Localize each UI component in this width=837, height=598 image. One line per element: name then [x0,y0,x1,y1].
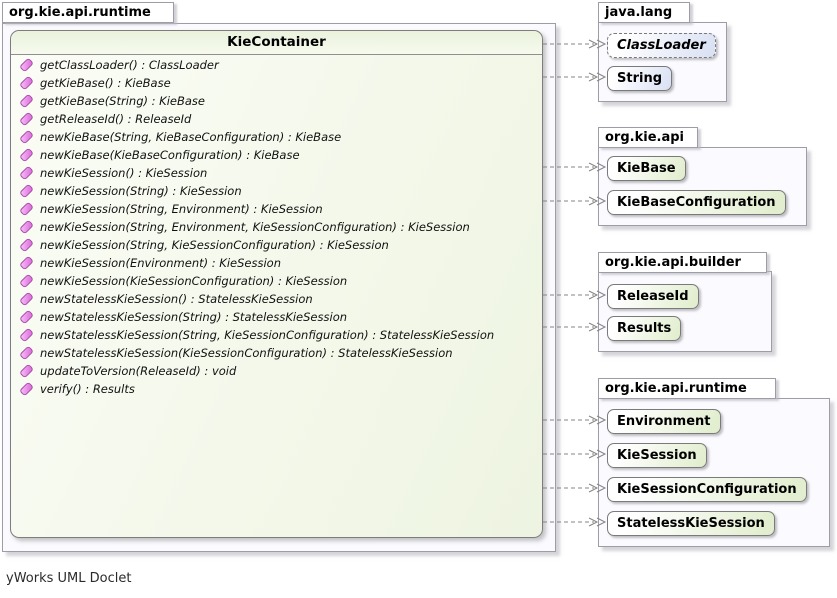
method-icon [19,363,34,379]
method-signature: getClassLoader() : ClassLoader [40,58,219,72]
method-icon [19,255,34,271]
method-signature: newKieSession(String) : KieSession [40,184,242,198]
method-row[interactable]: newKieBase(String, KieBaseConfiguration)… [12,128,541,146]
method-icon [19,75,34,91]
package-tab: java.lang [598,2,690,23]
method-row[interactable]: newKieBase(KieBaseConfiguration) : KieBa… [12,146,541,164]
method-signature: newKieSession(KieSessionConfiguration) :… [40,274,348,288]
method-icon [19,57,34,73]
class-node[interactable]: String [607,66,673,91]
method-signature: newKieSession(Environment) : KieSession [40,256,281,270]
class-node[interactable]: StatelessKieSession [607,511,775,536]
method-row[interactable]: newKieSession(String, Environment, KieSe… [12,218,541,236]
package-box: KieBase KieBaseConfiguration [598,147,807,226]
class-name: ReleaseId [617,289,689,304]
method-signature: getReleaseId() : ReleaseId [40,112,192,126]
method-signature: getKieBase(String) : KieBase [40,94,205,108]
class-name: ClassLoader [617,38,706,53]
method-list: getClassLoader() : ClassLoader getKieBas… [12,56,541,398]
method-icon [19,237,34,253]
class-node[interactable]: Environment [607,409,721,434]
class-node[interactable]: KieSession [607,443,707,468]
method-icon [19,219,34,235]
class-name: KieSession [617,448,697,463]
class-name: StatelessKieSession [617,516,765,531]
package-tab: org.kie.api.runtime [2,2,174,23]
method-signature: newKieSession() : KieSession [40,166,208,180]
package-box: Environment KieSession KieSessionConfigu… [598,398,830,547]
method-row[interactable]: newKieSession(String, KieSessionConfigur… [12,236,541,254]
method-icon [19,327,34,343]
class-node[interactable]: KieSessionConfiguration [607,477,807,502]
package-box: ClassLoader String [598,22,727,102]
class-node[interactable]: KieBaseConfiguration [607,190,786,215]
method-icon [19,147,34,163]
method-row[interactable]: newKieSession(KieSessionConfiguration) :… [12,272,541,290]
method-icon [19,345,34,361]
method-icon [19,129,34,145]
class-node[interactable]: KieBase [607,156,686,181]
package-tab: org.kie.api.builder [598,252,767,273]
method-icon [19,309,34,325]
method-signature: newStatelessKieSession() : StatelessKieS… [40,292,313,306]
method-signature: newKieSession(String, KieSessionConfigur… [40,238,389,252]
method-icon [19,165,34,181]
method-icon [19,183,34,199]
generator-credit: yWorks UML Doclet [6,571,132,586]
method-icon [19,93,34,109]
method-signature: newStatelessKieSession(KieSessionConfigu… [40,346,453,360]
method-row[interactable]: newKieSession(Environment) : KieSession [12,254,541,272]
method-icon [19,381,34,397]
method-signature: newStatelessKieSession(String) : Statele… [40,310,348,324]
class-name: String [617,71,663,86]
class-node[interactable]: ReleaseId [607,284,699,309]
class-title: KieContainer [11,31,542,55]
class-node[interactable]: Results [607,316,682,341]
method-row[interactable]: getReleaseId() : ReleaseId [12,110,541,128]
method-signature: verify() : Results [40,382,135,396]
class-name: KieBaseConfiguration [617,195,776,210]
method-row[interactable]: newStatelessKieSession(String, KieSessio… [12,326,541,344]
method-signature: newKieBase(String, KieBaseConfiguration)… [40,130,342,144]
class-name: Environment [617,414,711,429]
method-row[interactable]: newStatelessKieSession() : StatelessKieS… [12,290,541,308]
method-signature: newStatelessKieSession(String, KieSessio… [40,328,495,342]
class-box-kiecontainer: KieContainer getClassLoader() : ClassLoa… [10,30,543,538]
package-box: ReleaseId Results [598,271,772,352]
method-icon [19,273,34,289]
method-row[interactable]: newStatelessKieSession(KieSessionConfigu… [12,344,541,362]
method-signature: newKieSession(String, Environment, KieSe… [40,220,470,234]
method-signature: updateToVersion(ReleaseId) : void [40,364,237,378]
method-row[interactable]: updateToVersion(ReleaseId) : void [12,362,541,380]
method-signature: newKieSession(String, Environment) : Kie… [40,202,323,216]
method-row[interactable]: newKieSession() : KieSession [12,164,541,182]
method-row[interactable]: newKieSession(String) : KieSession [12,182,541,200]
package-tab: org.kie.api [598,127,698,148]
class-name: KieBase [617,161,676,176]
method-icon [19,291,34,307]
class-name: Results [617,321,672,336]
package-tab: org.kie.api.runtime [598,378,776,399]
method-row[interactable]: getKieBase(String) : KieBase [12,92,541,110]
method-icon [19,201,34,217]
class-name: KieSessionConfiguration [617,482,797,497]
method-icon [19,111,34,127]
method-row[interactable]: newKieSession(String, Environment) : Kie… [12,200,541,218]
method-row[interactable]: verify() : Results [12,380,541,398]
method-signature: newKieBase(KieBaseConfiguration) : KieBa… [40,148,300,162]
method-row[interactable]: getKieBase() : KieBase [12,74,541,92]
method-signature: getKieBase() : KieBase [40,76,171,90]
method-row[interactable]: getClassLoader() : ClassLoader [12,56,541,74]
class-node[interactable]: ClassLoader [607,33,716,58]
method-row[interactable]: newStatelessKieSession(String) : Statele… [12,308,541,326]
